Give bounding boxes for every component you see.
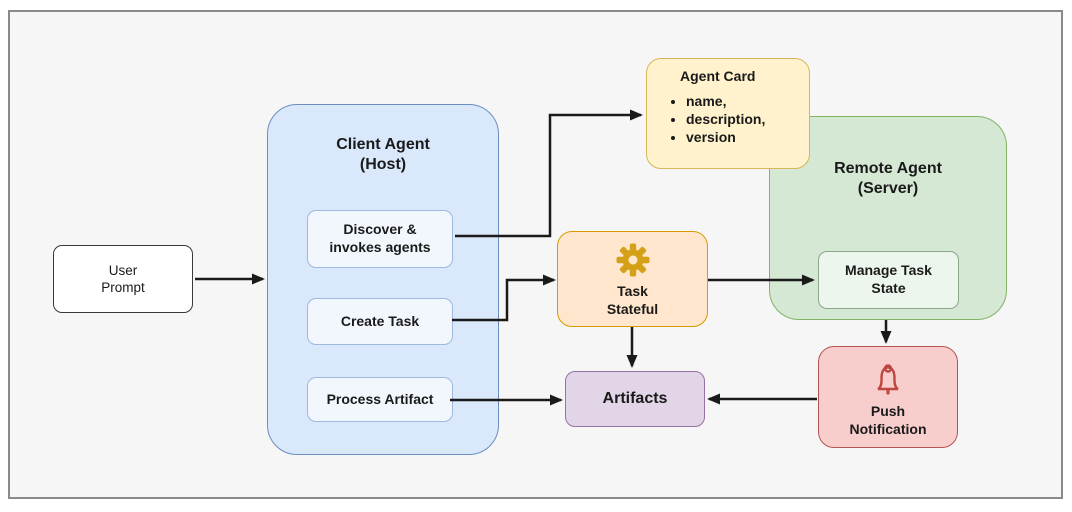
agent-card-item: version bbox=[686, 129, 765, 145]
manage-task-state-label: Manage Task State bbox=[845, 262, 932, 296]
process-artifact-node[interactable]: Process Artifact bbox=[307, 377, 453, 422]
artifacts-label: Artifacts bbox=[602, 389, 668, 407]
create-task-label: Create Task bbox=[340, 312, 420, 329]
push-notification-node[interactable]: Push Notification bbox=[818, 346, 958, 448]
client-agent-node[interactable]: Client Agent (Host) Discover & invokes a… bbox=[267, 104, 499, 455]
remote-agent-title: Remote Agent (Server) bbox=[834, 160, 942, 198]
agent-card-title: Agent Card bbox=[680, 68, 756, 84]
task-stateful-label: Task Stateful bbox=[606, 283, 659, 317]
user-prompt-label: User Prompt bbox=[101, 262, 145, 295]
manage-task-state-node[interactable]: Manage Task State bbox=[818, 251, 959, 309]
task-stateful-node[interactable]: Task Stateful bbox=[557, 231, 708, 327]
discover-invokes-agents-node[interactable]: Discover & invokes agents bbox=[307, 210, 453, 268]
create-task-node[interactable]: Create Task bbox=[307, 298, 453, 345]
agent-card-item: description, bbox=[686, 111, 765, 127]
discover-invokes-agents-label: Discover & invokes agents bbox=[329, 221, 431, 255]
agent-card-node[interactable]: Agent Card name, description, version bbox=[646, 58, 810, 169]
bell-icon bbox=[870, 362, 906, 401]
user-prompt-node[interactable]: User Prompt bbox=[53, 245, 193, 313]
agent-card-item: name, bbox=[686, 93, 765, 109]
push-notification-label: Push Notification bbox=[849, 402, 927, 437]
agent-card-list: name, description, version bbox=[659, 93, 765, 147]
gear-icon bbox=[616, 243, 650, 280]
artifacts-node[interactable]: Artifacts bbox=[565, 371, 705, 427]
client-agent-title: Client Agent (Host) bbox=[336, 136, 430, 174]
process-artifact-label: Process Artifact bbox=[326, 390, 434, 407]
